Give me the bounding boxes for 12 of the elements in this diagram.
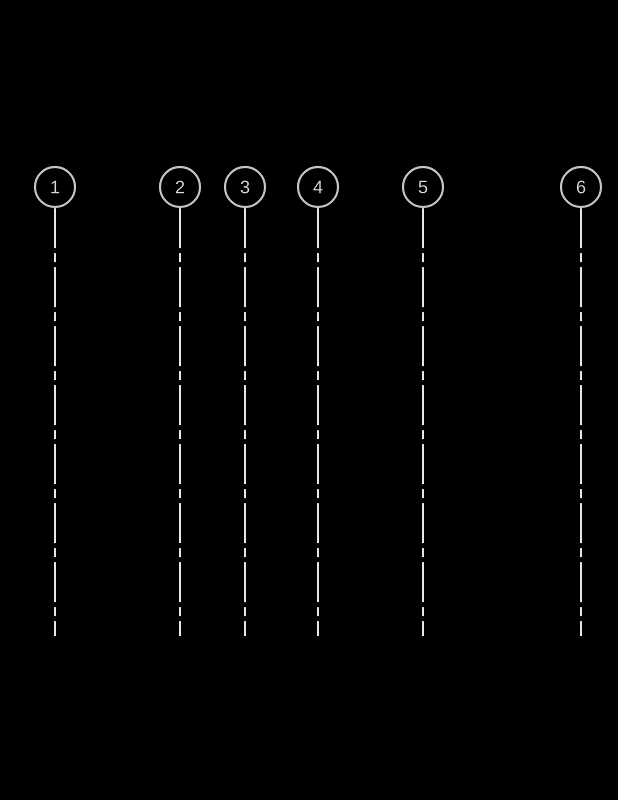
callout-number: 2 bbox=[158, 166, 202, 208]
leader-line bbox=[580, 208, 582, 636]
callout-number: 3 bbox=[224, 166, 266, 208]
callout-number: 1 bbox=[34, 166, 76, 208]
callout-number: 4 bbox=[296, 166, 340, 208]
callout-number: 6 bbox=[560, 166, 602, 208]
leader-line bbox=[317, 208, 319, 636]
leader-line bbox=[422, 208, 424, 636]
callout-number: 5 bbox=[402, 166, 444, 208]
leader-line bbox=[179, 208, 181, 636]
leader-line bbox=[244, 208, 246, 636]
leader-line bbox=[54, 208, 56, 636]
